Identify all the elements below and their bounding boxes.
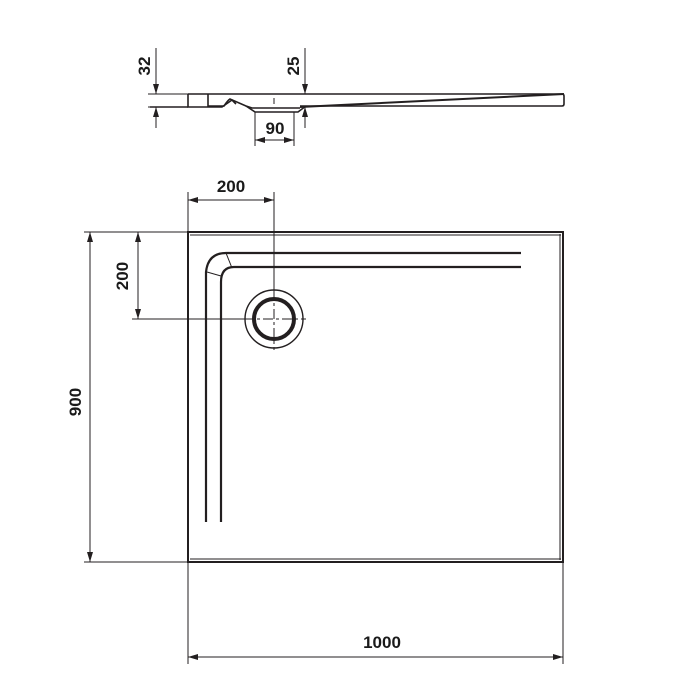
top-view: 200 200 900 1000 <box>66 177 564 664</box>
dim-label-90: 90 <box>266 119 285 138</box>
side-profile <box>150 93 565 113</box>
dim-width-1000: 1000 <box>187 562 564 664</box>
side-view: 32 25 90 <box>135 48 565 146</box>
drain-outlet <box>244 289 306 350</box>
dim-label-200-y: 200 <box>113 262 132 290</box>
dim-drain-offset-x: 200 <box>187 177 275 300</box>
dim-drain-offset-y: 200 <box>84 231 244 320</box>
dim-height-25: 25 <box>284 48 308 128</box>
dim-depth-900: 900 <box>66 232 188 563</box>
tray-outline <box>187 231 564 563</box>
dim-height-32: 32 <box>135 48 190 128</box>
dim-label-900: 900 <box>66 388 85 416</box>
dim-label-32: 32 <box>135 57 154 76</box>
dim-label-1000: 1000 <box>363 633 401 652</box>
dim-drain-90: 90 <box>254 112 295 146</box>
drain-channel <box>204 251 521 522</box>
dim-label-25: 25 <box>284 57 303 76</box>
dim-label-200-x: 200 <box>217 177 245 196</box>
